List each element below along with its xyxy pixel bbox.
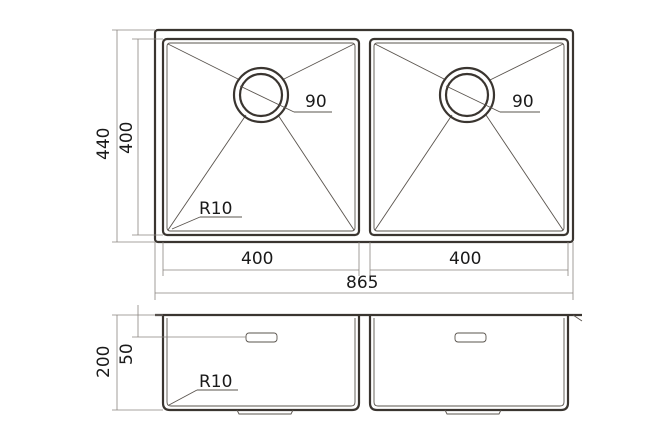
left-bowl-section [161, 315, 361, 412]
left-drain-diameter-label: 90 [305, 92, 327, 112]
right-bowl-outline [368, 37, 570, 237]
right-bowl-slope-line [485, 114, 564, 231]
bowl-height-label: 400 [117, 122, 137, 154]
right-bowl-section [368, 315, 570, 412]
left-bowl-section-inner [166, 318, 356, 407]
right-drain-outer [438, 66, 496, 124]
left-bowl-width-label: 400 [241, 249, 273, 269]
left-bowl-outline [161, 37, 361, 237]
left-drain-dimension-line [239, 85, 295, 113]
side-view: 200 50 R10 [94, 305, 583, 415]
right-overflow-slot [454, 332, 487, 343]
height-dimensions: 440 400 [94, 29, 163, 243]
top-corner-radius-callout: R10 [171, 199, 242, 230]
left-bowl-slope-line [277, 114, 355, 231]
width-dimensions: 400 400 865 [154, 242, 574, 300]
right-bowl-section-inner [373, 318, 565, 407]
top-view: 90 90 R10 [94, 28, 575, 300]
right-bowl-slope-line [374, 114, 453, 231]
side-flange-lip [572, 314, 583, 322]
right-bowl-slope-line [374, 43, 447, 81]
right-bowl-slope-line [489, 43, 564, 81]
left-bowl-inner-edge [166, 42, 356, 232]
left-bowl-slope-line [167, 43, 241, 81]
top-corner-radius-label: R10 [199, 199, 232, 219]
overall-width-label: 865 [346, 273, 378, 293]
top-radius-leader [171, 216, 201, 230]
overall-height-label: 440 [94, 128, 114, 160]
left-overflow-slot [245, 332, 278, 343]
left-bowl: 90 [161, 37, 361, 237]
sink-outer-outline [153, 28, 575, 244]
left-bowl-slope-line [167, 114, 247, 231]
overflow-height-label: 50 [117, 343, 137, 365]
depth-label: 200 [94, 346, 114, 378]
right-drain-dimension-line [445, 85, 501, 113]
right-drain-diameter-label: 90 [512, 92, 534, 112]
side-corner-radius-label: R10 [199, 372, 232, 392]
right-bowl-inner-edge [373, 42, 565, 232]
left-bowl-slope-line [281, 43, 355, 81]
right-drain-outlet [444, 409, 502, 415]
right-bowl: 90 [368, 37, 570, 237]
right-drain-inner [444, 72, 490, 118]
right-bowl-width-label: 400 [449, 249, 481, 269]
left-drain-outer [232, 66, 290, 124]
side-radius-leader [168, 389, 198, 406]
left-drain-inner [238, 72, 284, 118]
left-drain-outlet [236, 409, 294, 415]
